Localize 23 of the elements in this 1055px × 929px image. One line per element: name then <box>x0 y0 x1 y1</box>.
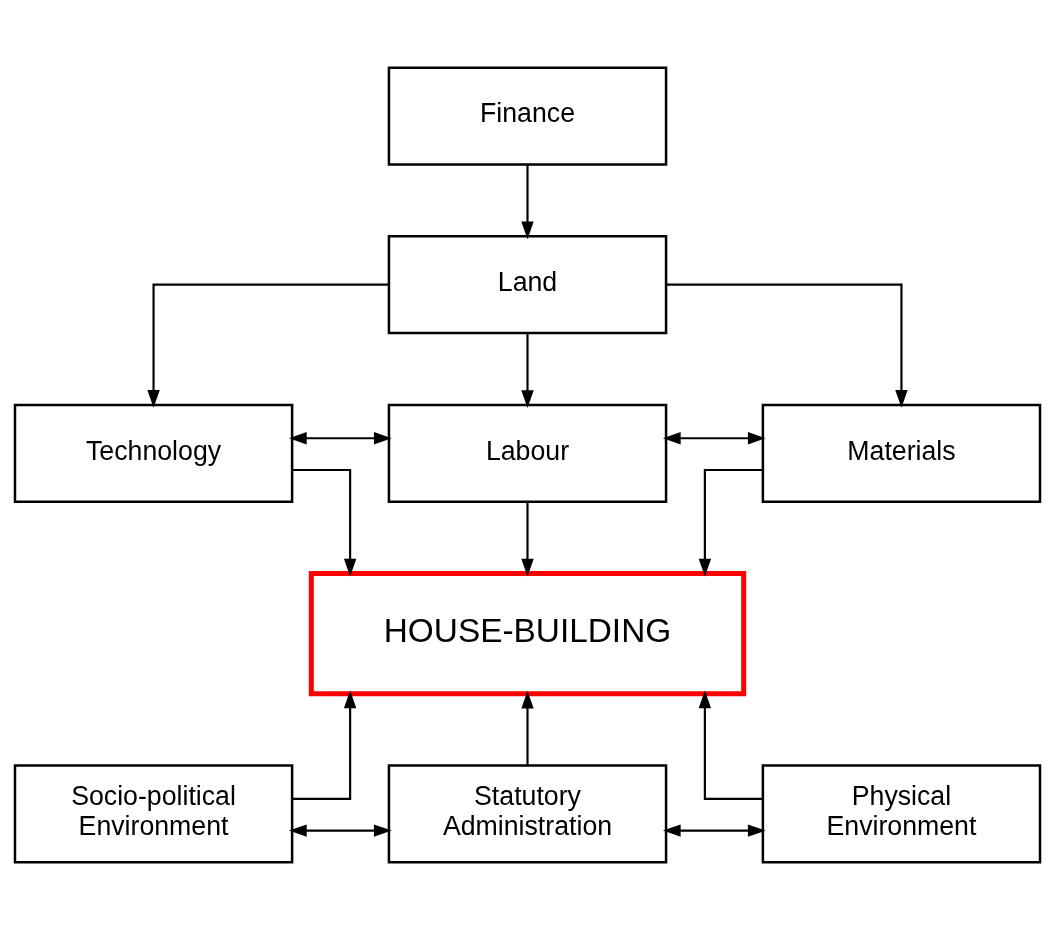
arrow <box>662 431 766 444</box>
arrow <box>521 164 534 239</box>
arrow <box>662 823 766 837</box>
arrow <box>521 690 534 765</box>
node-box: Finance <box>387 65 668 166</box>
node-box: Labour <box>387 403 668 503</box>
arrow <box>147 283 389 408</box>
arrow <box>521 332 534 408</box>
node-box: Physical Environment <box>761 763 1042 864</box>
arrow <box>698 468 763 576</box>
node-box: Land <box>387 234 668 334</box>
node-box: Statutory Administration <box>387 763 668 864</box>
node-box: Materials <box>761 403 1042 503</box>
arrow <box>521 501 534 576</box>
node-box: Technology <box>13 403 294 503</box>
node-box: HOUSE-BUILDING <box>308 570 747 696</box>
arrow <box>666 283 908 408</box>
arrow <box>698 689 763 800</box>
arrow <box>288 823 392 837</box>
arrow <box>288 431 392 444</box>
arrow <box>292 689 357 800</box>
node-box: Socio-political Environment <box>13 763 294 864</box>
arrow <box>292 468 357 576</box>
